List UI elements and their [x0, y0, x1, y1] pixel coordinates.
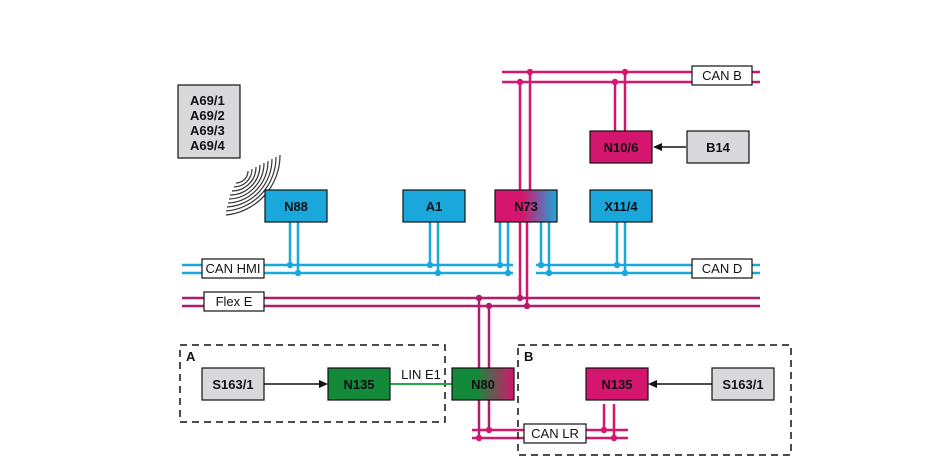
can-b-stubs [516, 68, 629, 190]
radio-waves-icon [225, 154, 281, 216]
ecu-n73-label: N73 [514, 199, 538, 214]
ecu-b14-label: B14 [706, 140, 731, 155]
can-lr-label: CAN LR [531, 426, 579, 441]
flex-e-label: Flex E [216, 294, 253, 309]
antenna-line-2: A69/2 [190, 108, 225, 123]
flex-e-bus [182, 294, 760, 310]
ecu-n135-a: N135 [327, 367, 391, 401]
ecu-x11-4: X11/4 [589, 189, 653, 223]
ecu-n135-b-label: N135 [601, 377, 632, 392]
can-b-label: CAN B [702, 68, 742, 83]
antenna-line-3: A69/3 [190, 123, 225, 138]
b14-to-n10-6-arrow [653, 143, 686, 151]
group-b-label: B [524, 349, 533, 364]
can-blue-stubs [286, 222, 629, 277]
ecu-s163-1-b-label: S163/1 [722, 377, 763, 392]
can-d-label: CAN D [702, 261, 742, 276]
ecu-n10-6-label: N10/6 [604, 140, 639, 155]
antenna-line-1: A69/1 [190, 93, 225, 108]
ecu-s163-1-b: S163/1 [711, 367, 775, 401]
ecu-s163-1-a-label: S163/1 [212, 377, 253, 392]
ecu-n135-a-label: N135 [343, 377, 374, 392]
can-hmi-label-box: CAN HMI [201, 258, 265, 279]
ecu-a1-label: A1 [426, 199, 443, 214]
ecu-n10-6: N10/6 [589, 130, 653, 164]
ecu-n73: N73 [494, 189, 558, 223]
lin-e1-link: LIN E1 [390, 367, 452, 385]
s163-a-to-n135-arrow [264, 380, 328, 388]
flex-e-label-box: Flex E [203, 291, 265, 312]
ecu-n135-b: N135 [585, 367, 649, 401]
ecu-s163-1-a: S163/1 [201, 367, 265, 401]
ecu-a1: A1 [402, 189, 466, 223]
antenna-box: A69/1 A69/2 A69/3 A69/4 [177, 84, 241, 159]
ecu-n88-label: N88 [284, 199, 308, 214]
s163-b-to-n135-arrow [648, 380, 712, 388]
can-b-label-box: CAN B [691, 65, 753, 86]
ecu-n80-label: N80 [471, 377, 495, 392]
group-b: B [517, 344, 792, 456]
lin-e1-label: LIN E1 [401, 367, 441, 382]
n73-flex-link [518, 222, 529, 306]
can-d-label-box: CAN D [691, 258, 753, 279]
ecu-n88: N88 [264, 189, 328, 223]
group-a-label: A [186, 349, 196, 364]
antenna-line-4: A69/4 [190, 138, 225, 153]
ecu-b14: B14 [686, 130, 750, 164]
ecu-x11-4-label: X11/4 [604, 199, 638, 214]
can-lr-label-box: CAN LR [523, 423, 587, 444]
ecu-n80: N80 [451, 367, 515, 401]
can-hmi-label: CAN HMI [206, 261, 261, 276]
